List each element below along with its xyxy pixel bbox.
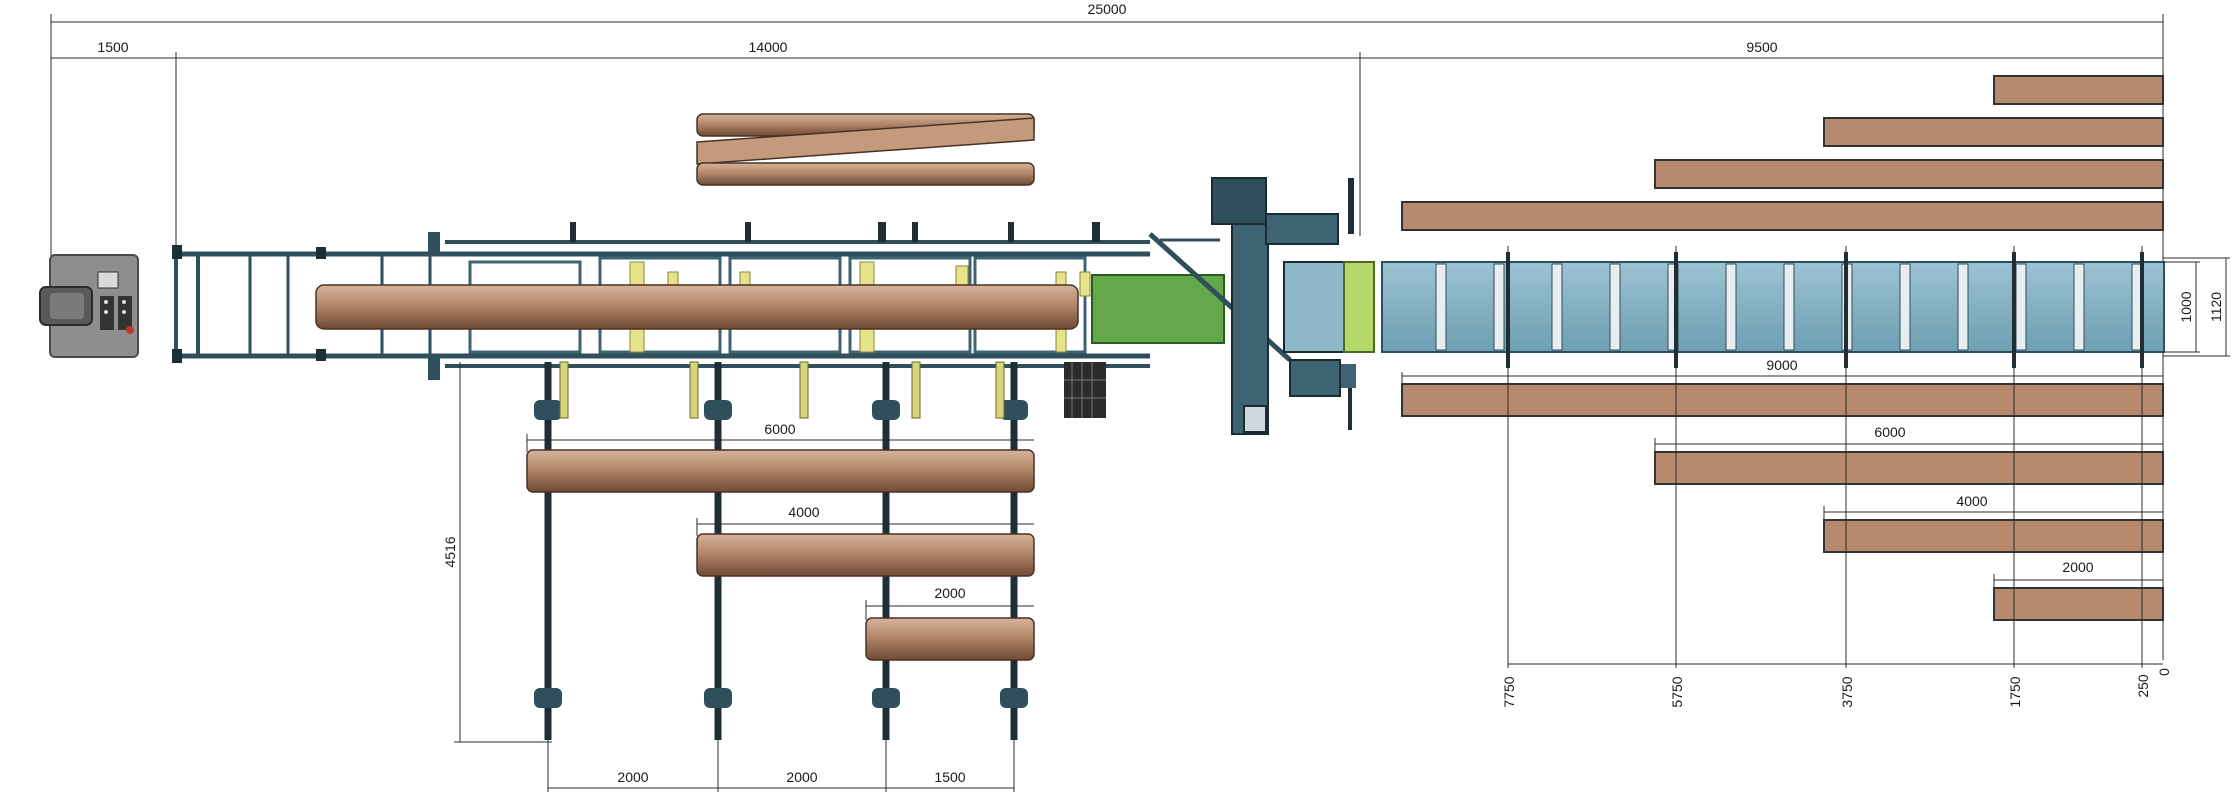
dim-rack-height-1000: 1000 [2178,291,2194,322]
dim-rack-height-1120: 1120 [2208,292,2224,322]
dim-right-length-6000: 6000 [1874,424,1905,440]
dim-arm-spacing-1: 2000 [617,769,648,785]
arm-spacing-dims: 2000 2000 1500 [547,740,1015,792]
conveyor-slat [1957,263,1969,351]
conveyor-slat [2073,263,2085,351]
rack-height-dims: 1000 1120 [2163,257,2230,357]
dim-left-length-6000: 6000 [764,421,795,437]
dim-right-length-4000: 4000 [1956,493,1987,509]
cut-station [1064,177,1375,435]
control-panel [39,254,139,358]
dim-right-length-2000: 2000 [2062,559,2093,575]
top-dimensions: 25000 1500 14000 9500 [50,1,2164,660]
dim-left-length-2000: 2000 [934,585,965,601]
conveyor-slat [1435,263,1447,351]
dim-stop-0: 0 [2156,668,2172,676]
pipe-on-infeed [315,284,1079,330]
conveyor-slat [1899,263,1911,351]
dim-stop-7750: 7750 [1501,676,1517,707]
outfeed-stock-bottom: 9000 6000 4000 2000 [1401,357,2164,621]
dim-conveyor-length: 9000 [1766,357,1797,373]
dim-overall-length: 25000 [1088,1,1127,17]
dim-stop-1750: 1750 [2007,676,2023,707]
dim-arm-spacing-2: 2000 [786,769,817,785]
conveyor-slat [1609,263,1621,351]
stop-position-dims: 7750 5750 3750 1750 250 0 [1501,246,2172,708]
conveyor-slat [2015,263,2027,351]
top-pipes [696,113,1035,186]
dim-left-length-4000: 4000 [788,504,819,520]
discharged-pipes: 6000 4000 2000 [526,421,1035,661]
outfeed-conveyor [1381,252,2165,368]
dim-stop-250: 250 [2135,674,2151,698]
dim-stop-3750: 3750 [1839,676,1855,707]
conveyor-slat [1725,263,1737,351]
dim-segment-left: 1500 [97,39,128,55]
conveyor-slat [1783,263,1795,351]
dim-stop-5750: 5750 [1669,676,1685,707]
dim-segment-middle: 14000 [749,39,788,55]
outfeed-stock-top [1401,75,2164,231]
arm-offset-dim: 4516 [442,362,552,743]
conveyor-slat [1551,263,1563,351]
dim-arm-spacing-3: 1500 [934,769,965,785]
conveyor-slat [1493,263,1505,351]
dim-segment-right: 9500 [1746,39,1777,55]
dim-arm-offset: 4516 [442,536,458,567]
